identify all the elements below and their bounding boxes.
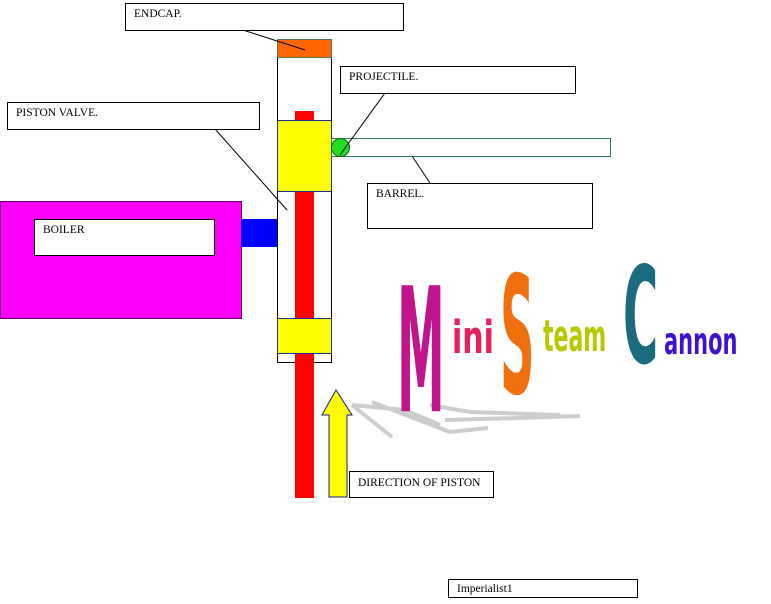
barrel-label: BARREL.: [367, 183, 593, 229]
direction-label: DIRECTION OF PISTON: [349, 471, 494, 498]
title-shadow: [350, 400, 581, 439]
projectile-label: PROJECTILE.: [340, 66, 576, 94]
projectile-leader: [339, 92, 386, 156]
title-word-cannon-rest: annon: [664, 320, 738, 364]
piston-valve-leader: [214, 128, 288, 211]
piston-rod-top: [295, 111, 314, 121]
endcap: [277, 39, 332, 58]
barrel-leader: [411, 155, 431, 184]
title-word-steam-rest: team: [543, 313, 607, 363]
projectile: [331, 138, 350, 157]
endcap-label: ENDCAP.: [125, 3, 404, 31]
title-word-steam-initial: S: [500, 243, 535, 434]
piston-valve-label: PISTON VALVE.: [7, 102, 260, 130]
title-word-cannon-initial: C: [623, 239, 659, 397]
title-word-mini-rest: ini: [452, 312, 494, 365]
author-label: Imperialist1: [448, 579, 638, 598]
direction-arrow-icon: [321, 389, 353, 498]
piston-valve-lower: [277, 318, 332, 354]
title-word-mini-initial: M: [397, 252, 445, 455]
boiler-label: BOILER: [34, 219, 215, 256]
steam-pipe: [241, 219, 278, 247]
endcap-leader: [242, 29, 306, 51]
